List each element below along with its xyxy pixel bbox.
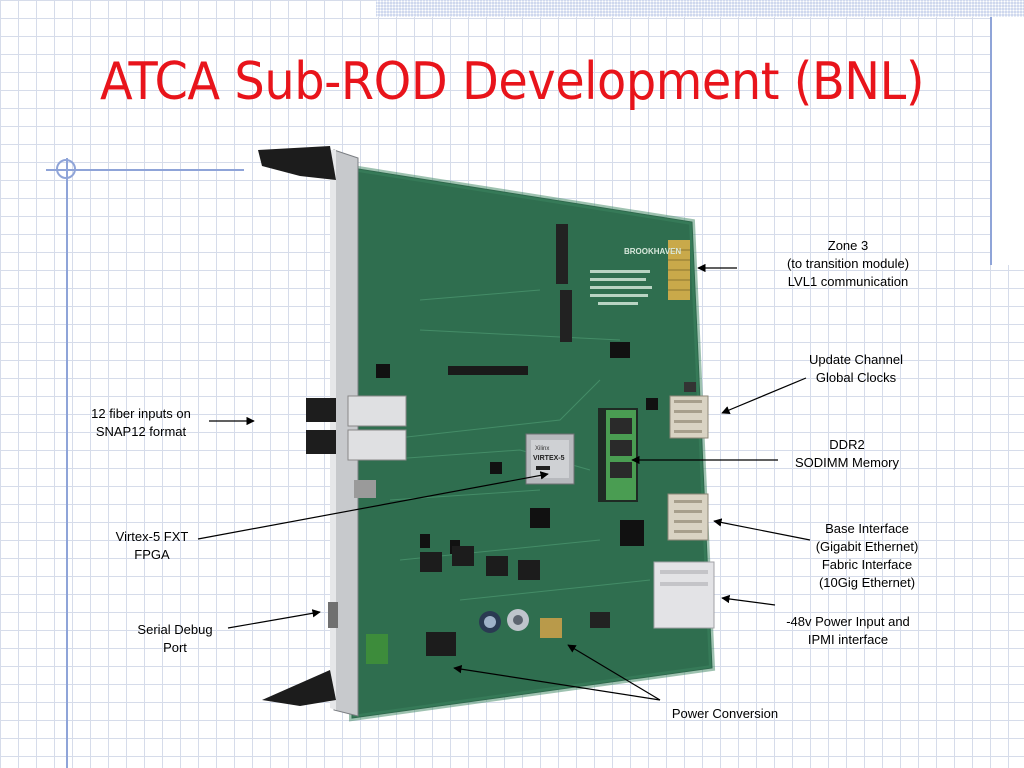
fpga-brand: Xilinx	[535, 446, 549, 452]
power-modules	[366, 546, 610, 664]
ddr2-label: DDR2 SODIMM Memory	[795, 437, 899, 470]
snap12-module	[347, 429, 407, 461]
base-interface-label: Base Interface (Gigabit Ethernet) Fabric…	[815, 521, 919, 590]
power-input-label: -48v Power Input and IPMI interface	[786, 614, 910, 647]
side-decor-band	[990, 17, 1024, 265]
decor-circle	[56, 159, 76, 179]
decor-vertical-line	[66, 158, 68, 768]
power-conversion-label: Power Conversion	[671, 706, 779, 721]
zone3-label: Zone 3 (to transition module) LVL1 commu…	[786, 238, 910, 289]
faceplate	[258, 146, 407, 717]
power-conversion-arrow	[567, 644, 661, 701]
snap12-module	[347, 395, 407, 427]
virtex-arrow	[197, 471, 549, 540]
serial-debug-arrow	[227, 609, 321, 629]
base-interface-arrow	[713, 518, 811, 541]
power-input-arrow	[721, 594, 776, 606]
decor-horizontal-line	[46, 169, 244, 171]
mezzanine-connector	[556, 224, 568, 284]
top-decor-band	[376, 0, 1024, 17]
virtex-label: Virtex-5 FXT FPGA	[115, 529, 189, 562]
update-channel-label: Update Channel Global Clocks	[809, 352, 903, 385]
fpga-label: VIRTEX-5	[533, 455, 565, 462]
update-channel-arrow	[721, 377, 807, 414]
mezzanine-connector	[560, 290, 572, 342]
serial-debug-label: Serial Debug Port	[137, 622, 213, 655]
silk-brand: BROOKHAVEN	[624, 247, 681, 256]
slide-title: ATCA Sub-ROD Development (BNL)	[99, 52, 925, 112]
power-conversion-arrow	[453, 665, 661, 701]
sodimm-module	[598, 408, 638, 502]
fpga-chip: Xilinx VIRTEX-5	[525, 433, 575, 485]
fiber-inputs-label: 12 fiber inputs on SNAP12 format	[91, 406, 191, 439]
serial-debug-connector	[328, 602, 338, 628]
